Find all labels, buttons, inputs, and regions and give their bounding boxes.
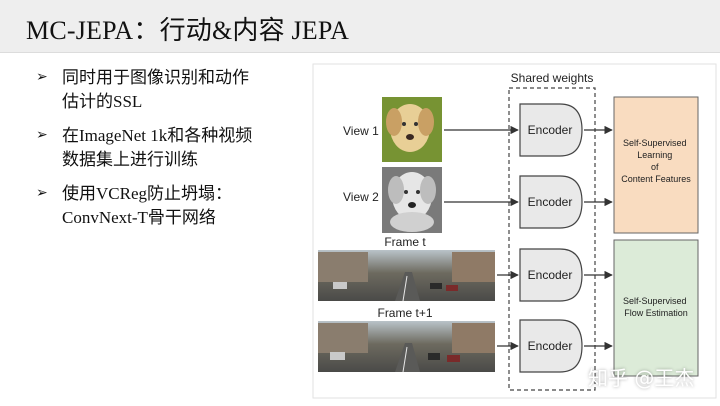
svg-text:Encoder: Encoder — [528, 339, 573, 353]
bullet-line: ConvNext-T骨干网络 — [62, 208, 216, 227]
bullet-line: 使用VCReg防止坍塌： — [62, 184, 232, 203]
encoder-block: Encoder — [519, 103, 583, 157]
bullet-item: ➢ 使用VCReg防止坍塌： ConvNext-T骨干网络 — [36, 182, 336, 230]
shared-weights-label: Shared weights — [511, 71, 594, 85]
flow-estimation-label: Self-Supervised Flow Estimation — [623, 296, 689, 318]
encoder-block: Encoder — [519, 175, 583, 229]
svg-text:Encoder: Encoder — [528, 195, 573, 209]
bullet-list: ➢ 同时用于图像识别和动作 估计的SSL ➢ 在ImageNet 1k和各种视频… — [36, 66, 336, 240]
input-label: View 1 — [343, 124, 379, 138]
input-label: View 2 — [343, 190, 379, 204]
slide-title: MC-JEPA：行动&内容 JEPA — [26, 16, 350, 45]
dog-image-grayscale — [382, 167, 442, 233]
street-frame-t — [318, 250, 495, 302]
bullet-item: ➢ 同时用于图像识别和动作 估计的SSL — [36, 66, 336, 114]
arrow-bullet-icon: ➢ — [36, 70, 48, 85]
bullet-line: 在ImageNet 1k和各种视频 — [62, 126, 253, 145]
input-label: Frame t+1 — [377, 306, 432, 320]
flow-estimation-box — [613, 239, 699, 377]
svg-text:Encoder: Encoder — [528, 268, 573, 282]
content-features-label: Self-Supervised Learning of Content Feat… — [621, 138, 691, 184]
arrow-bullet-icon: ➢ — [36, 128, 48, 143]
watermark: 知乎 @王杰 — [588, 366, 695, 390]
arrow-bullet-icon: ➢ — [36, 186, 48, 201]
bullet-line: 同时用于图像识别和动作 — [62, 68, 249, 87]
content-features-box — [613, 96, 699, 234]
bullet-line: 估计的SSL — [62, 92, 143, 111]
title-band — [0, 0, 720, 53]
encoder-block: Encoder — [519, 319, 583, 373]
street-frame-t-plus-1 — [318, 321, 495, 373]
dog-image-color — [382, 97, 442, 162]
bullet-line: 数据集上进行训练 — [62, 150, 198, 169]
input-label: Frame t — [384, 235, 426, 249]
bullet-item: ➢ 在ImageNet 1k和各种视频 数据集上进行训练 — [36, 124, 336, 172]
encoder-block: Encoder — [519, 248, 583, 302]
shared-weights-box — [508, 87, 596, 391]
svg-text:Encoder: Encoder — [528, 123, 573, 137]
